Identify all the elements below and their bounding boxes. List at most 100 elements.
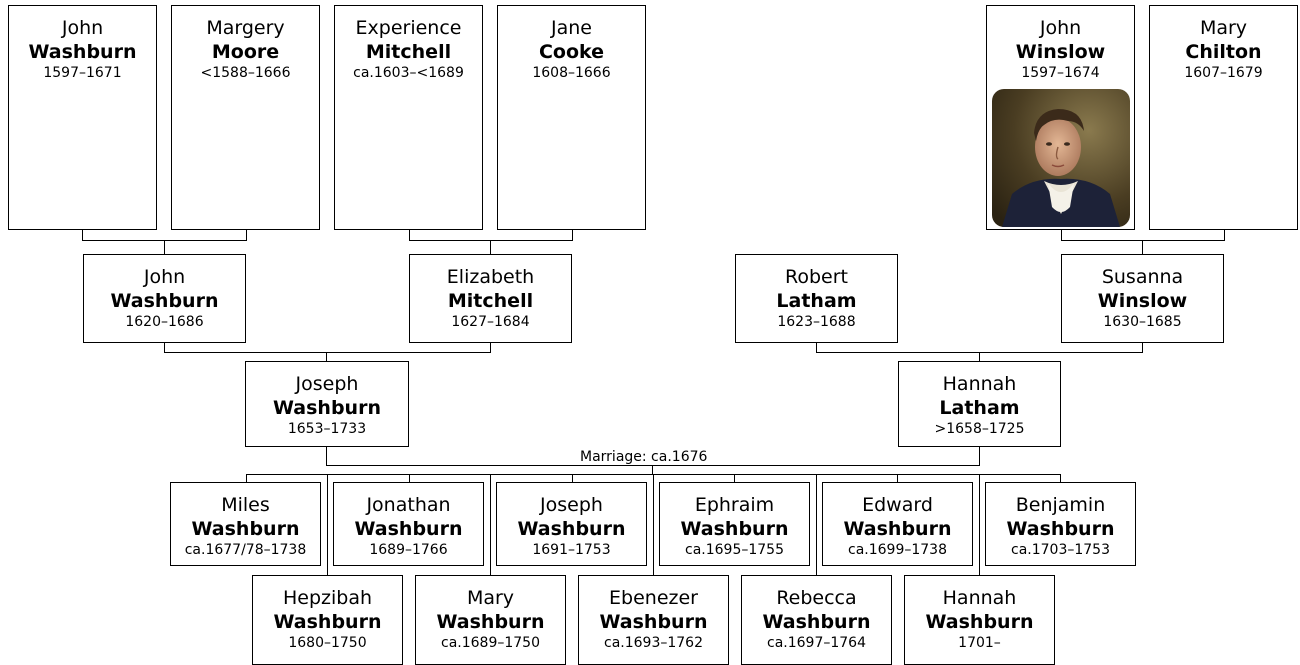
person-hannah-washburn[interactable]: Hannah Washburn 1701– [904, 575, 1055, 665]
person-joseph-washburn-1691[interactable]: Joseph Washburn 1691–1753 [496, 482, 647, 566]
life-dates: 1620–1686 [125, 314, 204, 330]
connector-line [490, 342, 491, 353]
connector-line [326, 446, 327, 466]
connector-line [409, 240, 573, 241]
connector-line [1142, 342, 1143, 353]
surname: Washburn [191, 518, 300, 540]
person-margery-moore[interactable]: Margery Moore <1588–1666 [171, 5, 320, 230]
person-miles-washburn[interactable]: Miles Washburn ca.1677/78–1738 [170, 482, 321, 566]
person-benjamin-washburn[interactable]: Benjamin Washburn ca.1703–1753 [985, 482, 1136, 566]
given-name: Experience [355, 17, 462, 39]
connector-line [327, 474, 328, 575]
life-dates: 1630–1685 [1103, 314, 1182, 330]
person-jonathan-washburn[interactable]: Jonathan Washburn 1689–1766 [333, 482, 484, 566]
person-ephraim-washburn[interactable]: Ephraim Washburn ca.1695–1755 [659, 482, 810, 566]
connector-line [572, 229, 573, 241]
connector-line [1061, 229, 1062, 241]
person-elizabeth-mitchell[interactable]: Elizabeth Mitchell 1627–1684 [409, 254, 572, 343]
connector-line [164, 352, 491, 353]
connector-line [653, 474, 654, 575]
life-dates: 1607–1679 [1184, 65, 1263, 81]
connector-line [164, 342, 165, 353]
life-dates: ca.1699–1738 [848, 542, 947, 558]
given-name: Miles [221, 494, 270, 516]
connector-line [572, 474, 573, 482]
surname: Washburn [354, 518, 463, 540]
person-jane-cooke[interactable]: Jane Cooke 1608–1666 [497, 5, 646, 230]
connector-line [1060, 474, 1061, 482]
surname: Latham [939, 397, 1020, 419]
life-dates: ca.1689–1750 [441, 635, 540, 651]
surname: Moore [211, 41, 280, 63]
marriage-label: Marriage: ca.1676 [578, 449, 710, 465]
surname: Washburn [1006, 518, 1115, 540]
person-hepzibah-washburn[interactable]: Hepzibah Washburn 1680–1750 [252, 575, 403, 665]
portrait-image[interactable] [991, 89, 1130, 227]
person-john-winslow[interactable]: John Winslow 1597–1674 [986, 5, 1135, 230]
surname: Washburn [599, 611, 708, 633]
given-name: Joseph [540, 494, 603, 516]
person-john-washburn-1620[interactable]: John Washburn 1620–1686 [83, 254, 246, 343]
connector-line [652, 465, 653, 475]
connector-line [1142, 240, 1143, 254]
surname: Washburn [28, 41, 137, 63]
person-mary-washburn[interactable]: Mary Washburn ca.1689–1750 [415, 575, 566, 665]
surname: Washburn [273, 397, 381, 419]
given-name: Hannah [942, 587, 1017, 609]
given-name: John [143, 266, 186, 288]
connector-line [1061, 240, 1225, 241]
surname: Cooke [538, 41, 605, 63]
surname: Washburn [110, 290, 219, 312]
connector-line [246, 229, 247, 241]
connector-line [979, 474, 980, 575]
connector-line [490, 474, 491, 575]
connector-line [897, 474, 898, 482]
given-name: Joseph [295, 373, 359, 395]
life-dates: 1701– [958, 635, 1001, 651]
connector-line [409, 474, 410, 482]
given-name: Hepzibah [282, 587, 373, 609]
life-dates: ca.1693–1762 [604, 635, 703, 651]
connector-line [734, 474, 735, 482]
connector-line [164, 240, 165, 254]
surname: Washburn [436, 611, 545, 633]
person-robert-latham[interactable]: Robert Latham 1623–1688 [735, 254, 898, 343]
given-name: Benjamin [1015, 494, 1106, 516]
person-hannah-latham[interactable]: Hannah Latham >1658–1725 [898, 361, 1061, 447]
life-dates: 1597–1674 [1021, 65, 1100, 81]
life-dates: <1588–1666 [200, 65, 291, 81]
surname: Latham [776, 290, 857, 312]
life-dates: ca.1603–<1689 [353, 65, 464, 81]
surname: Washburn [843, 518, 952, 540]
life-dates: ca.1697–1764 [767, 635, 866, 651]
person-john-washburn-1597[interactable]: John Washburn 1597–1671 [8, 5, 157, 230]
life-dates: 1653–1733 [287, 421, 367, 437]
person-rebecca-washburn[interactable]: Rebecca Washburn ca.1697–1764 [741, 575, 892, 665]
surname: Washburn [517, 518, 626, 540]
life-dates: ca.1695–1755 [685, 542, 784, 558]
surname: Washburn [762, 611, 871, 633]
given-name: Hannah [942, 373, 1017, 395]
given-name: Mary [466, 587, 515, 609]
life-dates: 1689–1766 [369, 542, 448, 558]
surname: Washburn [273, 611, 382, 633]
person-experience-mitchell[interactable]: Experience Mitchell ca.1603–<1689 [334, 5, 483, 230]
person-mary-chilton[interactable]: Mary Chilton 1607–1679 [1149, 5, 1298, 230]
connector-line [979, 446, 980, 466]
person-ebenezer-washburn[interactable]: Ebenezer Washburn ca.1693–1762 [578, 575, 729, 665]
given-name: Ephraim [694, 494, 775, 516]
person-edward-washburn[interactable]: Edward Washburn ca.1699–1738 [822, 482, 973, 566]
surname: Winslow [1015, 41, 1106, 63]
connector-line [409, 229, 410, 241]
given-name: Ebenezer [609, 587, 698, 609]
given-name: Susanna [1101, 266, 1184, 288]
person-joseph-washburn-1653[interactable]: Joseph Washburn 1653–1733 [245, 361, 409, 447]
given-name: Jonathan [366, 494, 451, 516]
connector-line [490, 240, 491, 254]
given-name: Jane [551, 17, 592, 39]
life-dates: 1691–1753 [532, 542, 611, 558]
life-dates: 1680–1750 [288, 635, 367, 651]
person-susanna-winslow[interactable]: Susanna Winslow 1630–1685 [1061, 254, 1224, 343]
life-dates: 1627–1684 [451, 314, 530, 330]
given-name: Mary [1199, 17, 1248, 39]
